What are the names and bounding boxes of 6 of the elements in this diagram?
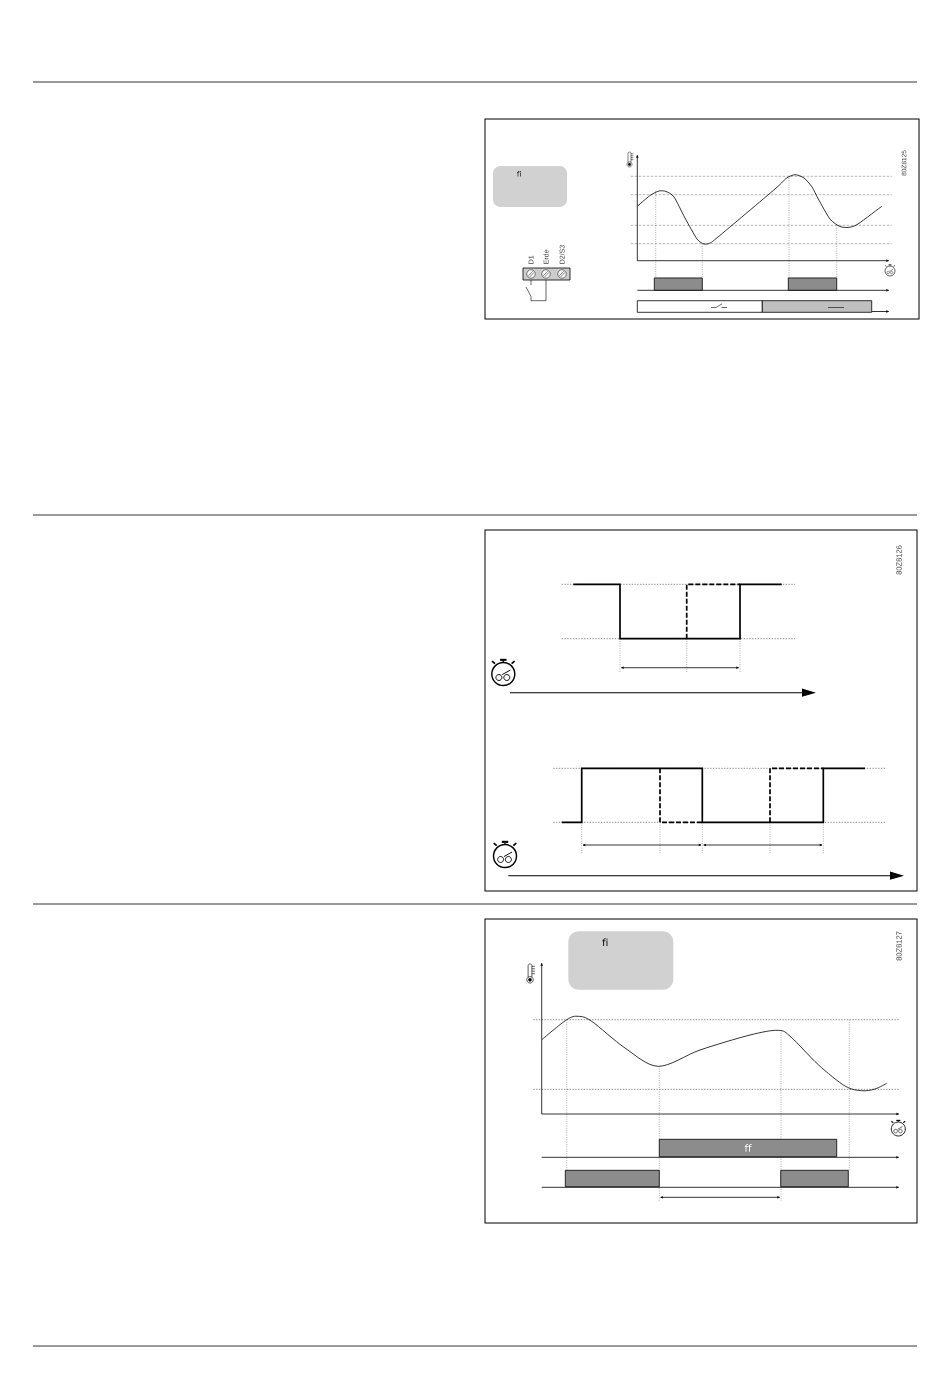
timing-bar: [780, 1169, 849, 1188]
timing-bar: ff: [658, 1138, 838, 1158]
timing-bar: [653, 277, 703, 291]
timing-bar: [564, 1169, 660, 1188]
timing-bar: [787, 277, 838, 291]
display-box: fi: [568, 931, 674, 990]
